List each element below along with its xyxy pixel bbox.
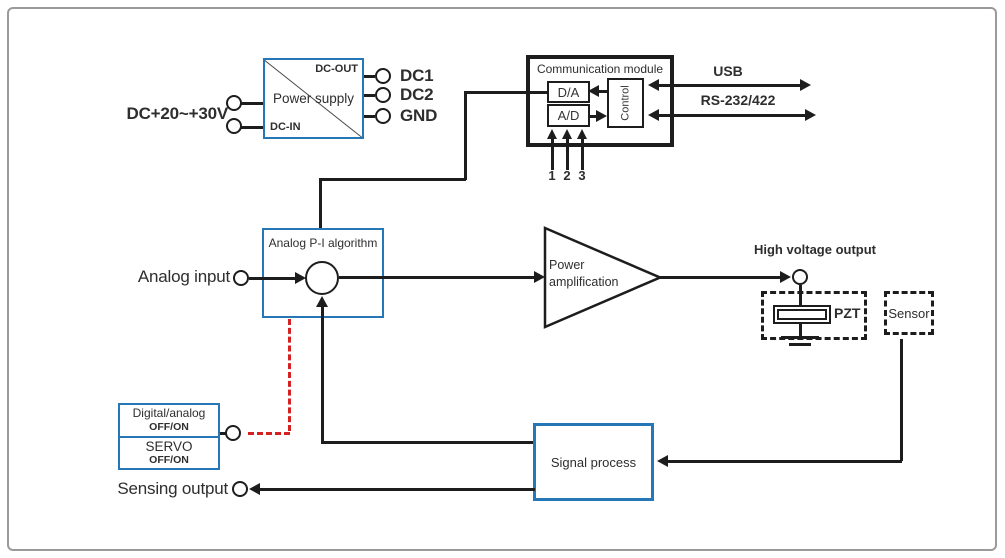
- dashed-servo-wire-v: [287, 319, 291, 431]
- digital-analog-offon-label: OFF/ON: [149, 421, 189, 434]
- dc1-label: DC1: [400, 66, 434, 85]
- power-supply-box: DC-OUT Power supply DC-IN: [263, 58, 364, 139]
- arrowhead-hv-output: [780, 271, 791, 283]
- pzt-label: PZT: [834, 305, 861, 321]
- wire-gnd: [364, 114, 375, 118]
- arrowhead-pin-3: [577, 129, 587, 139]
- digital-analog-label: Digital/analog: [132, 406, 206, 421]
- high-voltage-output-label: High voltage output: [753, 242, 877, 257]
- analog-input-terminal: [233, 270, 249, 286]
- dc-in-terminal-2: [226, 118, 242, 134]
- switch-terminal: [225, 425, 241, 441]
- wire-dc-in-1: [241, 101, 263, 105]
- arrowhead-into-control: [596, 110, 607, 122]
- wire-pin-3: [580, 138, 584, 170]
- power-amp-label-line1: Power: [549, 258, 585, 272]
- dc2-terminal: [375, 87, 391, 103]
- wire-da-out-v1: [463, 91, 467, 180]
- servo-offon-label: OFF/ON: [149, 454, 189, 467]
- ad-converter-box: A/D: [547, 104, 590, 127]
- dc-in-label: DC-IN: [270, 121, 301, 133]
- wire-sensor-v: [899, 339, 903, 461]
- wire-amp-to-hv: [660, 275, 781, 279]
- arrowhead-into-signal-process: [657, 455, 668, 467]
- pzt-stack-symbol: [773, 305, 831, 324]
- da-label: D/A: [557, 84, 580, 100]
- arrowhead-feedback-up: [316, 296, 328, 307]
- power-supply-label: Power supply: [272, 91, 355, 106]
- power-amp-triangle: [543, 226, 663, 329]
- power-amp-label-line2: amplification: [549, 275, 619, 289]
- pi-algorithm-label: Analog P-I algorithm: [268, 236, 378, 250]
- rs232-label: RS-232/422: [700, 92, 776, 108]
- wire-control-to-da: [596, 89, 607, 93]
- sensor-dashed-box: Sensor: [884, 291, 934, 335]
- communication-module-title: Communication module: [536, 62, 664, 76]
- summing-junction: [305, 261, 339, 295]
- da-converter-box: D/A: [547, 81, 590, 103]
- sensor-label: Sensor: [888, 305, 930, 321]
- wire-da-out-h2: [319, 177, 466, 181]
- dc1-terminal: [375, 68, 391, 84]
- switch-box: Digital/analog OFF/ON SERVO OFF/ON: [118, 403, 220, 470]
- arrowhead-into-amp: [534, 271, 545, 283]
- signal-process-label: Signal process: [550, 454, 637, 470]
- wire-ad-to-control: [590, 114, 598, 118]
- pin-2-label: 2: [563, 168, 571, 183]
- arrowhead-into-da: [588, 85, 599, 97]
- pin-1-label: 1: [548, 168, 556, 183]
- dc-input-voltage-label: DC+20~+30V: [126, 104, 229, 123]
- wire-feedback-v: [320, 306, 324, 443]
- sensing-output-label: Sensing output: [117, 479, 228, 498]
- arrowhead-rs232-right: [805, 109, 816, 121]
- signal-process-box: Signal process: [533, 423, 654, 501]
- dc-in-terminal-1: [226, 95, 242, 111]
- analog-input-label: Analog input: [137, 267, 230, 286]
- wire-sensor-to-signal: [666, 459, 902, 463]
- dc2-label: DC2: [400, 85, 434, 104]
- wire-dc2: [364, 93, 375, 97]
- servo-label: SERVO: [145, 438, 193, 454]
- wire-pin-2: [565, 138, 569, 170]
- wire-rs232: [656, 113, 807, 117]
- wire-switch-to-terminal: [220, 431, 226, 435]
- gnd-label: GND: [400, 106, 438, 125]
- ad-label: A/D: [557, 108, 580, 123]
- arrowhead-rs232-left: [648, 109, 659, 121]
- wire-pin-1: [550, 138, 554, 170]
- wire-pzt-to-ground: [798, 324, 802, 337]
- wire-analog-input: [249, 276, 296, 280]
- wire-da-out-h1: [465, 90, 547, 94]
- usb-label: USB: [713, 63, 743, 79]
- ground-symbol-line2: [789, 343, 811, 346]
- wire-pi-to-amp: [339, 275, 535, 279]
- wire-dc-in-2: [241, 125, 263, 129]
- wire-sensing-output: [258, 487, 535, 491]
- dashed-servo-wire-h: [248, 431, 290, 435]
- wire-dc1: [364, 74, 375, 78]
- arrowhead-usb-right: [800, 79, 811, 91]
- wire-usb: [656, 83, 802, 87]
- arrowhead-analog-input: [295, 272, 306, 284]
- gnd-terminal: [375, 108, 391, 124]
- arrowhead-pin-2: [562, 129, 572, 139]
- arrowhead-sensing-output: [249, 483, 260, 495]
- wire-feedback-h: [321, 440, 535, 444]
- pin-3-label: 3: [578, 168, 586, 183]
- arrowhead-pin-1: [547, 129, 557, 139]
- dc-out-label: DC-OUT: [315, 63, 358, 75]
- control-label: Control: [619, 85, 632, 121]
- ground-symbol-line1: [781, 336, 819, 339]
- hv-output-terminal: [792, 269, 808, 285]
- arrowhead-usb-left: [648, 79, 659, 91]
- wire-hv-to-pzt: [798, 285, 802, 306]
- pzt-stack-inner: [777, 309, 827, 320]
- control-box: Control: [607, 78, 644, 128]
- sensing-output-terminal: [232, 481, 248, 497]
- wire-da-out-v2: [318, 178, 322, 251]
